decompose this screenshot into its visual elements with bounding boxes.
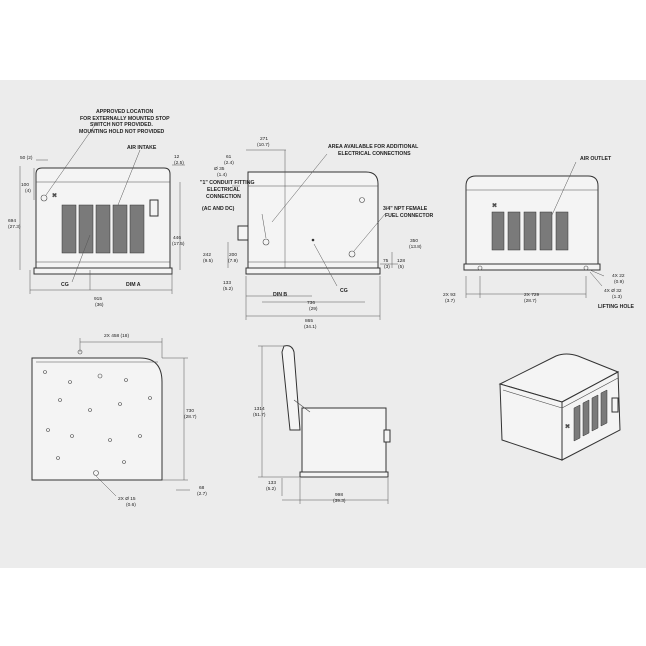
lifting-hole-label: LIFTING HOLE (598, 304, 635, 310)
dim-242: 242 (203, 252, 211, 258)
dim-730: 730 (186, 408, 194, 414)
ac-dc-label: (AC AND DC) (202, 206, 235, 212)
dim-4x32-in: (1.3) (612, 294, 622, 300)
top-view: 2X 458 (18) 730 (28.7) 68 (2.7) 2X Ø 15 … (31, 333, 207, 508)
approved-location-line-4: MOUNTING HOLD NOT PROVIDED (79, 129, 165, 135)
dim-2x15: 2X Ø 15 (118, 496, 136, 502)
dim-100: 100 (21, 182, 29, 188)
air-intake-label: AIR INTAKE (127, 145, 157, 151)
front-view: ⌘ APPROVED LOCATION FOR EXTERNALLY MOUNT… (8, 109, 185, 308)
dim-2x93: 2X 93 (443, 292, 456, 298)
dim-915: 915 (94, 296, 102, 302)
dim-68: 68 (199, 485, 205, 491)
dim-998: 998 (335, 492, 343, 498)
dim-4x22-in: (0.9) (614, 279, 624, 285)
dim-242-in: (9.5) (203, 258, 213, 264)
dim-4x22: 4X 22 (612, 273, 625, 279)
dim-61: 61 (226, 154, 232, 160)
approved-location-line-3: SWITCH NOT PROVIDED. (90, 122, 153, 128)
svg-text:⌘: ⌘ (52, 193, 57, 199)
isometric-grille (573, 389, 608, 442)
dim-12: 12 (174, 154, 180, 160)
dim-133b: 133 (268, 480, 276, 486)
dim-350: 350 (410, 238, 418, 244)
dim-a-label: DIM A (126, 282, 141, 288)
dim-865-in: (34.1) (304, 324, 317, 330)
dim-350-in: (13.8) (409, 244, 422, 250)
conduit-line-2: ELECTRICAL (207, 187, 241, 193)
conduit-line-3: CONNECTION (206, 194, 241, 200)
dim-50: 50 (2) (20, 155, 33, 161)
din-b-label: DIN B (273, 292, 287, 298)
dim-915-in: (36) (95, 302, 104, 308)
dim-271-in: (10.7) (257, 142, 270, 148)
dim-736: 736 (307, 300, 315, 306)
air-outlet-label: AIR OUTLET (580, 156, 612, 162)
dim-35: Ø 35 (214, 166, 225, 172)
drawing-sheet: ⌘ APPROVED LOCATION FOR EXTERNALLY MOUNT… (0, 80, 646, 568)
area-available-line-1: AREA AVAILABLE FOR ADDITIONAL (328, 144, 419, 150)
dim-200: 200 (229, 252, 237, 258)
dim-4x32: 4X Ø 32 (604, 288, 622, 294)
conduit-line-1: "1" CONDUIT FITTING (200, 180, 255, 186)
dim-2x93-in: (3.7) (445, 298, 455, 304)
dim-271: 271 (260, 136, 268, 142)
dim-75: 75 (383, 258, 389, 264)
dim-1314-in: (51.7) (253, 412, 266, 418)
dim-446-in: (17.5) (172, 241, 185, 247)
dim-133b-in: (5.2) (266, 486, 276, 492)
dim-865: 865 (305, 318, 313, 324)
dim-730-in: (28.7) (184, 414, 197, 420)
dim-61-in: (2.4) (224, 160, 234, 166)
rear-grille (491, 211, 569, 251)
svg-text:⌘: ⌘ (492, 203, 497, 209)
npt-line-2: FUEL CONNECTOR (385, 213, 433, 219)
approved-location-line-1: APPROVED LOCATION (96, 109, 154, 115)
dim-998-in: (39.3) (333, 498, 346, 504)
rear-view: ⌘ AIR OUTLET LIFTING HOLE 2X 93 (3.7) 2X… (443, 156, 635, 310)
approved-location-line-2: FOR EXTERNALLY MOUNTED STOP (80, 116, 170, 122)
dim-446: 446 (173, 235, 181, 241)
dim-128: 128 (397, 258, 405, 264)
dim-35-in: (1.4) (217, 172, 227, 178)
dim-133-in: (5.2) (223, 286, 233, 292)
svg-text:⌘: ⌘ (565, 424, 570, 430)
dim-75-in: (3) (384, 264, 390, 270)
side-cg-label: CG (340, 288, 348, 294)
dim-133: 133 (223, 280, 231, 286)
dim-200-in: (7.9) (228, 258, 238, 264)
dim-736-in: (29) (309, 306, 318, 312)
dim-2x458: 2X 458 (18) (104, 333, 129, 339)
front-cg-label: CG (61, 282, 69, 288)
area-available-line-2: ELECTRICAL CONNECTIONS (338, 151, 411, 157)
dim-2x729-in: (28.7) (524, 298, 537, 304)
dim-2x15-in: (0.6) (126, 502, 136, 508)
dimension-drawing: ⌘ APPROVED LOCATION FOR EXTERNALLY MOUNT… (8, 109, 635, 508)
open-lid-view: 1314 (51.7) 133 (5.2) 998 (39.3) (253, 345, 391, 504)
dim-128-in: (5) (398, 264, 404, 270)
dim-12-in: (2.5) (174, 160, 184, 166)
dim-694: 694 (8, 218, 16, 224)
dim-694-in: (27.3) (8, 224, 21, 230)
dim-1314: 1314 (254, 406, 265, 412)
isometric-view: ⌘ (498, 353, 621, 461)
dim-2x729: 2X 729 (524, 292, 540, 298)
npt-line-1: 3/4" NPT FEMALE (383, 206, 428, 212)
front-grille (61, 204, 145, 254)
side-view: AREA AVAILABLE FOR ADDITIONAL ELECTRICAL… (200, 136, 433, 330)
dim-100-in: (4) (25, 188, 31, 194)
dim-68-in: (2.7) (197, 491, 207, 497)
